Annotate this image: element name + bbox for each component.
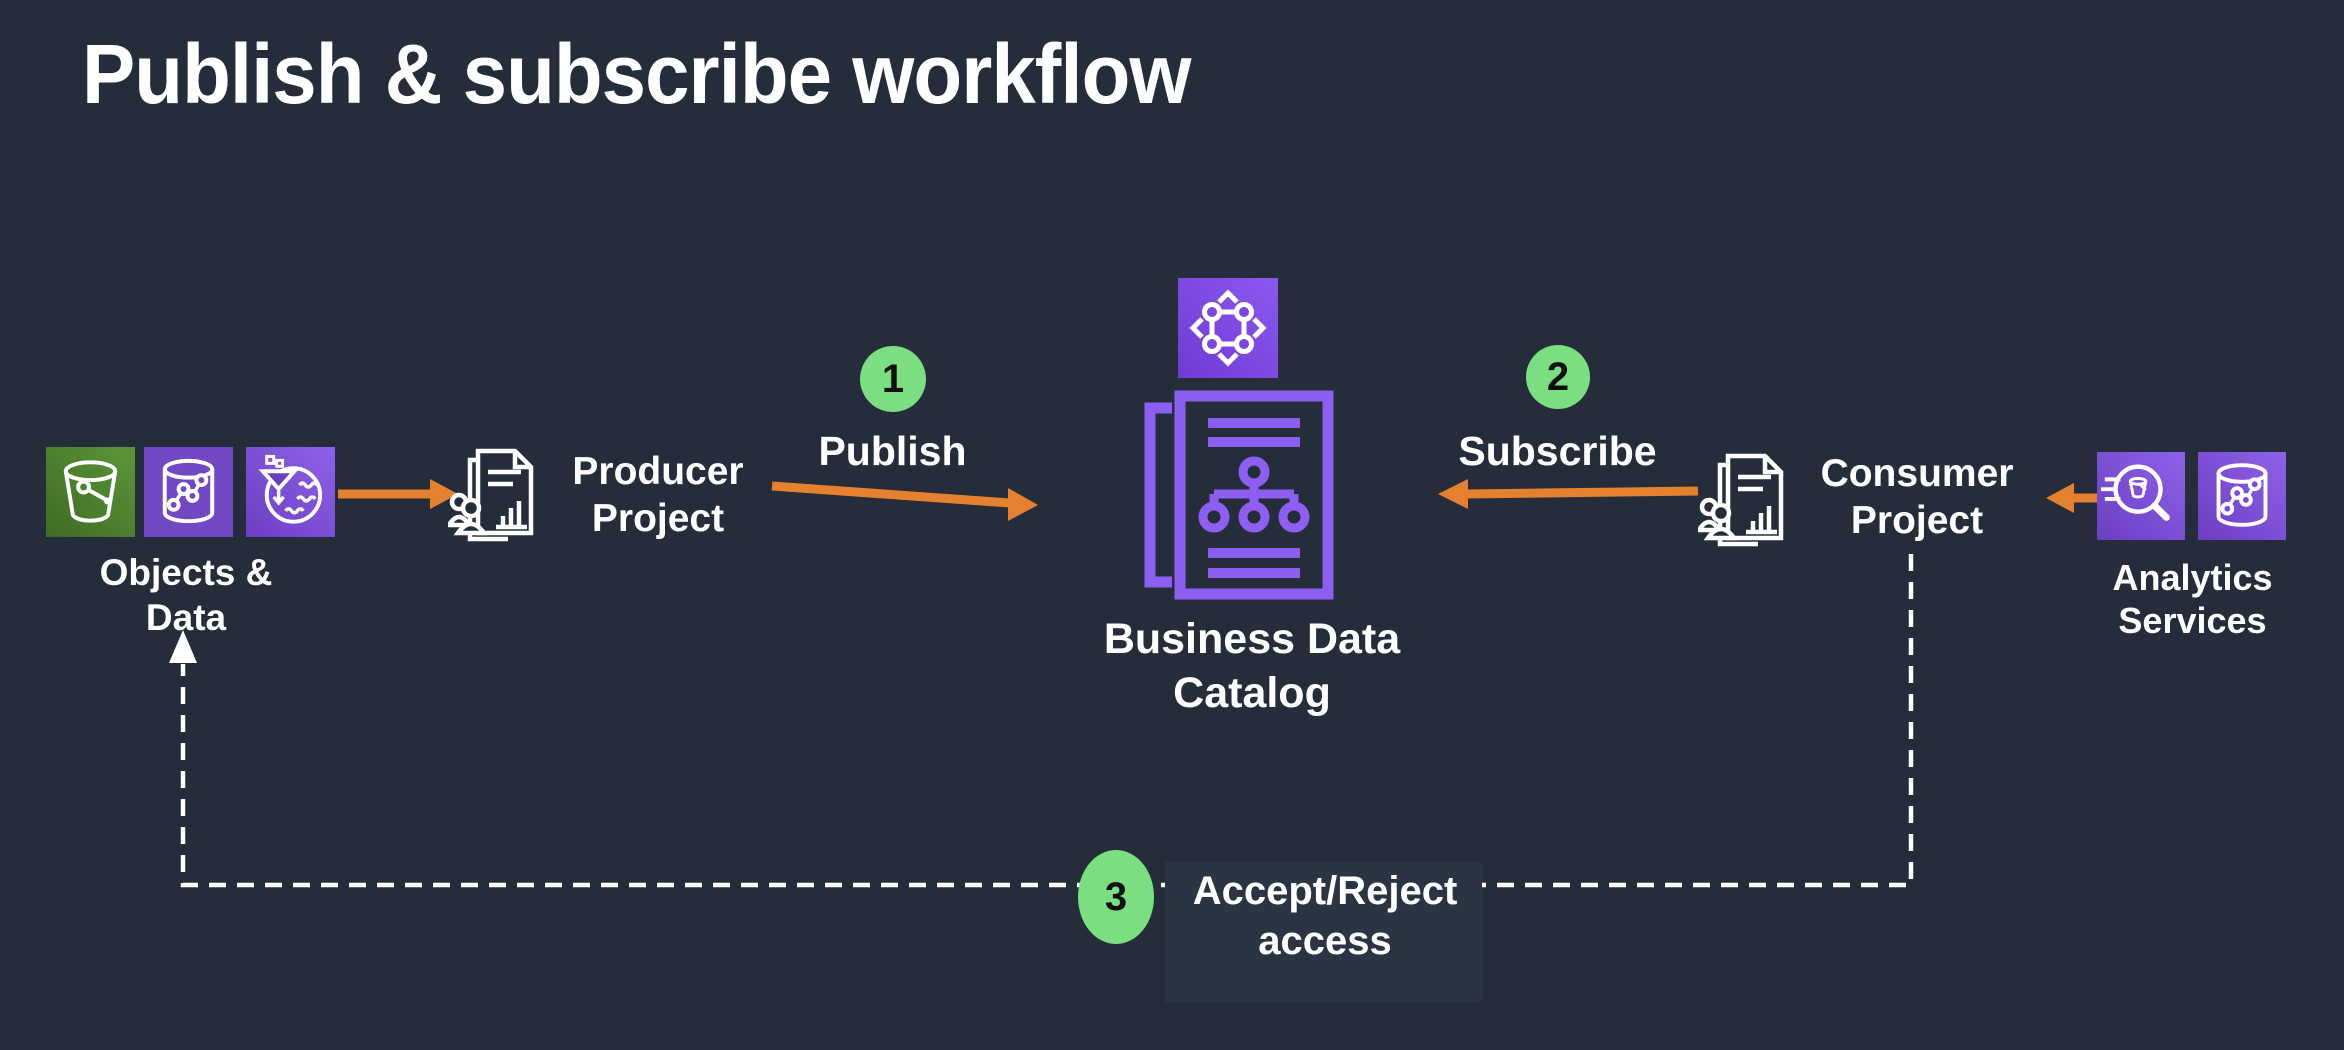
producer-project-label: Producer Project (572, 450, 744, 540)
subscribe-label: Subscribe (1458, 428, 1657, 474)
objects-data-label: Objects & Data (99, 552, 273, 638)
page-title: Publish & subscribe workflow (82, 27, 1191, 121)
publish-label: Publish (818, 428, 967, 474)
step-1-badge: 1 (860, 346, 926, 412)
step-3-badge: 3 (1078, 850, 1154, 944)
consumer-project-documents-icon (1694, 450, 1798, 555)
datazone-icon (1178, 278, 1278, 378)
data-lake-icon (246, 447, 335, 537)
consumer-project-label: Consumer Project (1820, 452, 2014, 542)
publish-arrow (771, 481, 1038, 521)
business-data-catalog-label: Business Data Catalog (1103, 615, 1401, 717)
subscribe-arrow (1438, 479, 1699, 509)
accept-reject-access-label: Accept/Reject access (1192, 869, 1458, 963)
accept-reject-dashed-path (180, 554, 1914, 888)
database-icon (2198, 452, 2286, 540)
data-catalog-icon (1136, 390, 1336, 605)
query-magnifier-icon (2097, 452, 2185, 540)
step-2-badge: 2 (1526, 345, 1590, 409)
analytics-to-consumer-arrow (2046, 483, 2098, 513)
producer-project-documents-icon (444, 445, 548, 550)
objects-to-producer-arrow (338, 479, 458, 509)
s3-bucket-icon (46, 447, 135, 537)
analytics-services-label: Analytics Services (2112, 557, 2273, 641)
database-icon (144, 447, 233, 537)
